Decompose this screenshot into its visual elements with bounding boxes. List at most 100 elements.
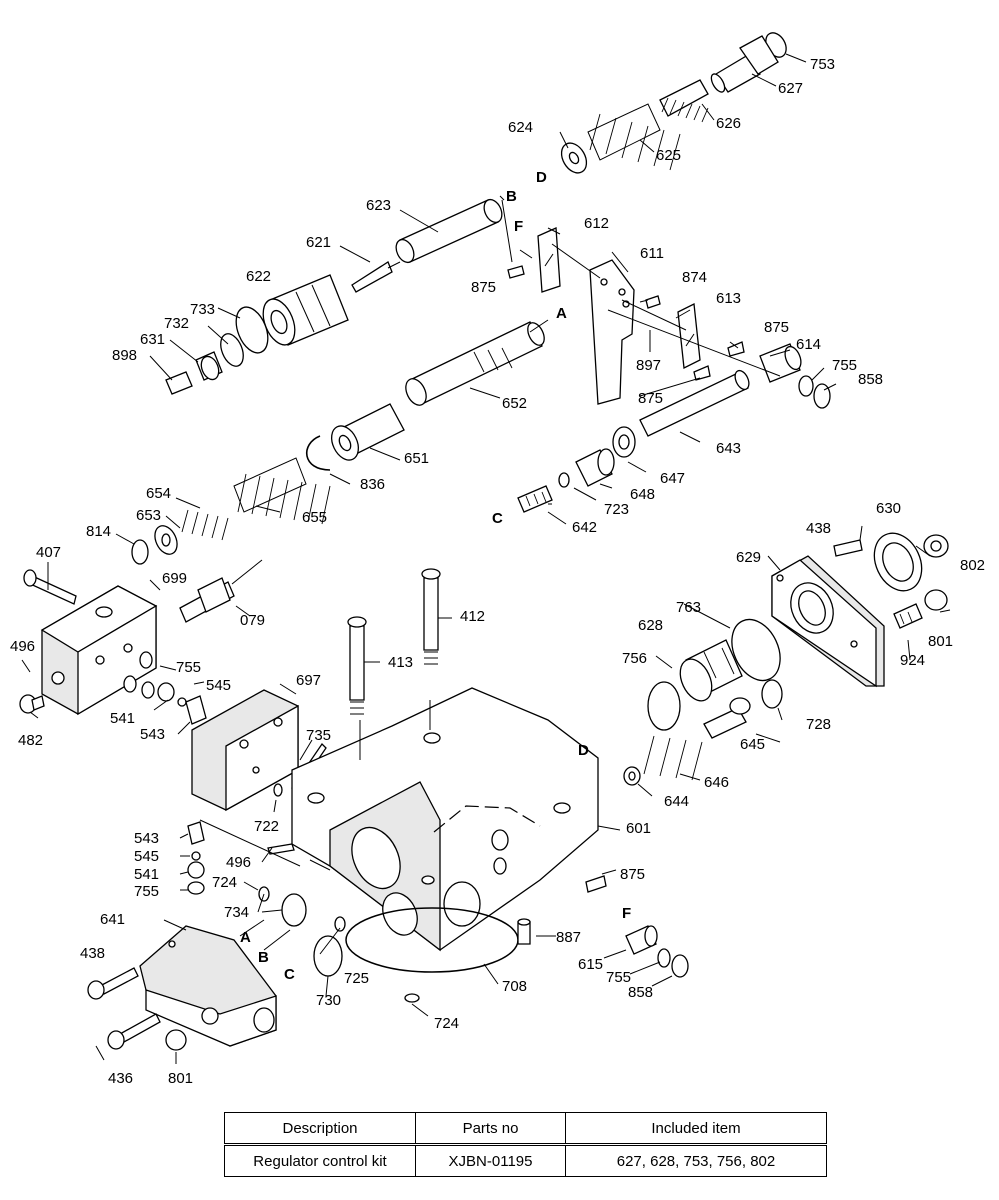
part-label: 601 [626, 820, 651, 837]
part-illustration-642 [517, 485, 553, 513]
part-label: 482 [18, 732, 43, 749]
part-illustration-621 [351, 261, 401, 293]
reference-letter: C [492, 510, 503, 527]
part-label: 628 [638, 617, 663, 634]
part-label: 755 [606, 969, 631, 986]
reference-letter: D [536, 169, 547, 186]
part-illustration-611 [589, 259, 635, 405]
reference-letter: A [240, 929, 251, 946]
part-label: 725 [344, 970, 369, 987]
part-label: 699 [162, 570, 187, 587]
part-label: 814 [86, 523, 111, 540]
part-label: 413 [388, 654, 413, 671]
part-label: 653 [136, 507, 161, 524]
part-label: 732 [164, 315, 189, 332]
part-label: 858 [628, 984, 653, 1001]
part-label: 875 [638, 390, 663, 407]
cell-description: Regulator control kit [224, 1144, 416, 1177]
part-label: 897 [636, 357, 661, 374]
part-illustration-722 [273, 783, 283, 797]
part-illustration-627 [710, 35, 779, 93]
part-illustration-628 [679, 639, 743, 702]
part-label: 730 [316, 992, 341, 1009]
part-label: 545 [134, 848, 159, 865]
part-label: 887 [556, 929, 581, 946]
part-label: 627 [778, 80, 803, 97]
part-label: 641 [100, 911, 125, 928]
part-illustration-652 [405, 321, 545, 406]
part-illustration-924 [893, 603, 923, 629]
part-illustration-814 [131, 539, 149, 565]
part-illustration-629 [771, 555, 885, 688]
part-illustration-645 [703, 697, 751, 739]
part-illustration-613 [677, 302, 701, 370]
part-label: 802 [960, 557, 985, 574]
part-label: 875 [620, 866, 645, 883]
part-illustration-887 [517, 918, 531, 945]
part-label: 755 [134, 883, 159, 900]
table-row: Regulator control kit XJBN-01195 627, 62… [224, 1144, 827, 1177]
part-label: 496 [10, 638, 35, 655]
part-label: 644 [664, 793, 689, 810]
part-label: 734 [224, 904, 249, 921]
part-label: 645 [740, 736, 765, 753]
part-label: 756 [622, 650, 647, 667]
part-label: 436 [108, 1070, 133, 1087]
part-label: 545 [206, 677, 231, 694]
part-illustration-615 [625, 925, 658, 955]
part-label: 438 [806, 520, 831, 537]
part-illustration-630 [873, 532, 923, 592]
part-label: 723 [604, 501, 629, 518]
part-illustration-763 [731, 618, 781, 682]
reference-letters: B F D A C D F A B C [240, 169, 631, 983]
reference-letter: B [506, 188, 517, 205]
reference-letter: A [556, 305, 567, 322]
part-label: 836 [360, 476, 385, 493]
part-illustration-413 [347, 616, 367, 715]
part-label: 654 [146, 485, 171, 502]
part-illustration-699 [40, 585, 158, 716]
part-illustration-625 [587, 103, 681, 171]
part-illustration-436 [107, 1013, 161, 1050]
part-illustration-623 [395, 198, 503, 264]
part-label: 543 [134, 830, 159, 847]
part-illustration-646 [643, 735, 703, 781]
part-label: 898 [112, 347, 137, 364]
part-illustration-755-858a [798, 375, 831, 409]
part-label: 708 [502, 978, 527, 995]
part-label: 624 [508, 119, 533, 136]
part-illustration-601 [291, 687, 599, 952]
part-illustration-836 [305, 435, 331, 471]
part-illustration-728 [761, 679, 783, 709]
part-illustration-801a [924, 589, 948, 611]
part-illustration-624 [560, 142, 588, 174]
part-label: 875 [764, 319, 789, 336]
part-label: 924 [900, 652, 925, 669]
part-label: 753 [810, 56, 835, 73]
part-label: 755 [832, 357, 857, 374]
part-label: 438 [80, 945, 105, 962]
part-label: 407 [36, 544, 61, 561]
part-label: 763 [676, 599, 701, 616]
part-label: 412 [460, 608, 485, 625]
part-illustration-654 [181, 509, 229, 541]
part-label: 630 [876, 500, 901, 517]
part-illustration-482 [19, 694, 45, 714]
exploded-parts-diagram: 753 627 626 624 625 623 612 621 611 622 … [10, 32, 985, 1087]
part-label: 648 [630, 486, 655, 503]
part-label: 801 [928, 633, 953, 650]
part-illustration-756 [647, 681, 681, 731]
part-label: 874 [682, 269, 707, 286]
part-illustration-438a [833, 539, 863, 557]
part-illustration-898 [165, 371, 193, 395]
part-label: 543 [140, 726, 165, 743]
part-label: 646 [704, 774, 729, 791]
reference-letter: F [514, 218, 523, 235]
column-header-parts-no: Parts no [415, 1112, 566, 1146]
part-illustration-651 [330, 403, 405, 461]
part-illustration-653 [154, 525, 178, 555]
part-illustration-412 [421, 568, 441, 665]
part-illustration-733 [235, 306, 269, 354]
part-illustration-801b [165, 1029, 187, 1051]
part-label: 079 [240, 612, 265, 629]
